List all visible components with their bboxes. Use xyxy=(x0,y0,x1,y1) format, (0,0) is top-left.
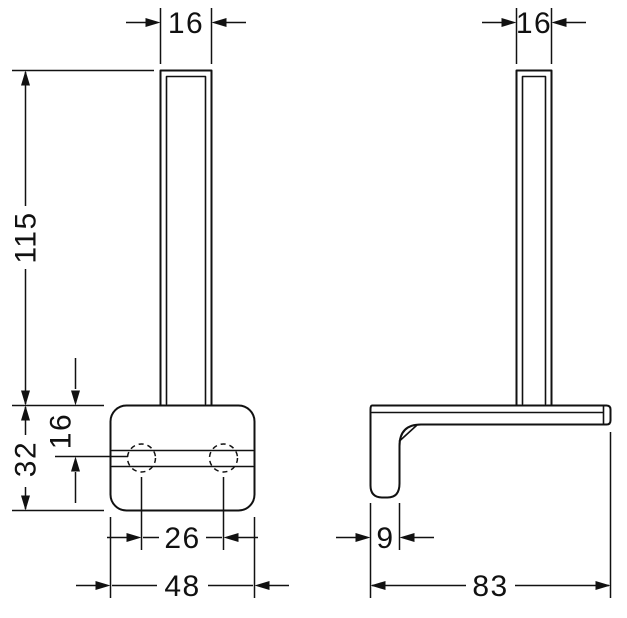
front-bar-edge-lines xyxy=(165,75,207,405)
screw-hole-right xyxy=(208,443,239,473)
arrowhead-up-icon xyxy=(21,70,30,86)
side-bracket-outline xyxy=(369,404,612,499)
dim-front-base-width: 48 xyxy=(76,517,289,603)
arrowhead-left-icon xyxy=(370,581,386,590)
extension-lines xyxy=(515,8,553,64)
dim-text-side-leg-thickness: 9 xyxy=(376,522,394,555)
side-bar-edge-lines xyxy=(521,75,547,405)
dim-front-hole-offset: 16 xyxy=(45,358,128,503)
extension-lines xyxy=(159,8,213,64)
extension-lines xyxy=(140,477,225,550)
dim-text-side-bar-width: 16 xyxy=(516,7,552,40)
extension-lines xyxy=(369,503,401,598)
dim-text-front-hole-offset: 16 xyxy=(45,413,78,449)
arrowhead-up-icon xyxy=(71,456,80,472)
arrowhead-left-icon xyxy=(254,581,270,590)
arrowhead-right-icon xyxy=(95,581,111,590)
arrowhead-up-icon xyxy=(21,405,30,421)
dim-text-front-height: 115 xyxy=(10,211,43,263)
arrowhead-left-icon xyxy=(211,18,227,27)
dim-front-bar-width: 16 xyxy=(126,7,246,64)
extension-lines xyxy=(109,517,256,598)
dim-side-depth: 83 xyxy=(370,432,612,603)
dim-front-height: 115 xyxy=(10,69,154,407)
dim-text-front-base-height: 32 xyxy=(10,441,43,477)
dim-front-hole-spacing: 26 xyxy=(107,477,258,555)
arrowhead-right-icon xyxy=(145,18,161,27)
arrowhead-left-icon xyxy=(551,18,567,27)
arrowhead-right-icon xyxy=(355,533,371,542)
dim-text-front-bar-width: 16 xyxy=(168,7,204,40)
dim-side-bar-width: 16 xyxy=(482,7,586,64)
dim-text-front-hole-spacing: 26 xyxy=(164,522,200,555)
dim-text-front-base-width: 48 xyxy=(164,570,200,603)
arrowhead-down-icon xyxy=(21,390,30,406)
arrowhead-right-icon xyxy=(595,581,611,590)
dim-front-base-height: 32 xyxy=(10,405,104,512)
front-base-outline xyxy=(109,404,256,512)
front-view xyxy=(109,69,256,512)
screw-hole-left xyxy=(126,443,157,473)
arrowhead-right-icon xyxy=(501,18,517,27)
arrowhead-right-icon xyxy=(126,533,142,542)
dim-text-side-depth: 83 xyxy=(472,570,508,603)
arrowhead-left-icon xyxy=(223,533,239,542)
side-bar-outline xyxy=(515,69,553,407)
front-base-slot-lines xyxy=(111,449,254,468)
side-view xyxy=(369,69,612,499)
front-bar-outline xyxy=(159,69,213,407)
arrowhead-down-icon xyxy=(21,495,30,511)
arrowhead-down-icon xyxy=(71,390,80,406)
dim-side-leg-thickness: 9 xyxy=(336,503,434,598)
extension-lines xyxy=(12,69,154,407)
side-bracket-detail-lines xyxy=(371,404,605,442)
arrowhead-left-icon xyxy=(399,533,415,542)
